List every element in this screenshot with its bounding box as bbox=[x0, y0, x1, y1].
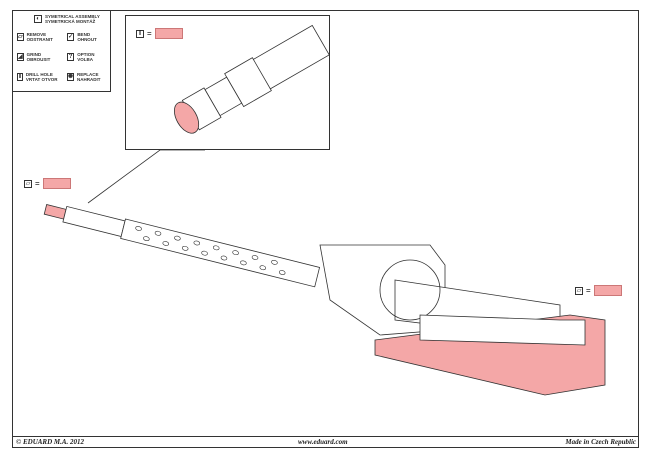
footer-origin: Made in Czech Republic bbox=[565, 438, 636, 446]
legend-symmetrical: ◐SYMETRICAL ASSEMBLY SYMETRICKÁ MONTÁŽ bbox=[34, 14, 100, 24]
symmetrical-icon: ◐ bbox=[34, 15, 42, 23]
muzzle-detail bbox=[173, 24, 330, 134]
callout-drill: ‖= bbox=[136, 28, 183, 39]
highlight-swatch bbox=[593, 285, 622, 296]
replace-icon: ✺ bbox=[67, 73, 75, 81]
barrel-jacket bbox=[120, 218, 321, 288]
page-frame bbox=[12, 10, 639, 448]
legend-box: ◐SYMETRICAL ASSEMBLY SYMETRICKÁ MONTÁŽ ▱… bbox=[12, 10, 111, 92]
remove-icon: ▱ bbox=[24, 179, 32, 188]
remove-icon: ▱ bbox=[575, 286, 583, 295]
bend-icon: ✓ bbox=[67, 33, 75, 41]
legend-replace: ✺REPLACE NAHRADIT bbox=[67, 72, 107, 82]
equals-sign: = bbox=[35, 179, 40, 188]
footer-website: www.eduard.com bbox=[298, 438, 348, 446]
equals-sign: = bbox=[586, 286, 591, 295]
highlight-swatch bbox=[154, 28, 183, 39]
drill-icon: ‖ bbox=[17, 73, 23, 81]
legend-label: BEND OHNOUT bbox=[77, 32, 97, 42]
callout-remove-muzzle: ▱= bbox=[24, 178, 71, 189]
legend-label: SYMETRICAL ASSEMBLY SYMETRICKÁ MONTÁŽ bbox=[45, 14, 100, 24]
legend-label: REPLACE NAHRADIT bbox=[77, 72, 101, 82]
muzzle-highlight bbox=[173, 101, 200, 134]
callout-pointer bbox=[87, 149, 205, 204]
grind-icon: ◢ bbox=[17, 53, 24, 61]
legend-remove: ▱REMOVE ODSTRANIT bbox=[17, 32, 57, 42]
legend-option: ?OPTION VOLBA bbox=[67, 52, 107, 62]
option-icon: ? bbox=[67, 53, 75, 61]
barrel bbox=[43, 204, 321, 288]
legend-drill: ‖DRILL HOLE VRTAT OTVOR bbox=[17, 72, 65, 82]
highlight-swatch bbox=[42, 178, 71, 189]
legend-label: GRIND OBROUSIT bbox=[26, 52, 51, 62]
legend-grind: ◢GRIND OBROUSIT bbox=[17, 52, 57, 62]
remove-icon: ▱ bbox=[17, 33, 24, 41]
equals-sign: = bbox=[147, 29, 152, 38]
receiver bbox=[319, 244, 606, 396]
muzzle-highlight bbox=[43, 204, 67, 220]
legend-label: REMOVE ODSTRANIT bbox=[26, 32, 53, 42]
detail-inset: ‖= bbox=[125, 15, 330, 150]
legend-label: OPTION VOLBA bbox=[77, 52, 95, 62]
callout-remove-rail: ▱= bbox=[575, 285, 622, 296]
drill-icon: ‖ bbox=[136, 29, 144, 38]
legend-bend: ✓BEND OHNOUT bbox=[67, 32, 107, 42]
footer-copyright: © EDUARD M.A. 2012 bbox=[16, 438, 85, 446]
footer-divider bbox=[12, 436, 639, 437]
legend-label: DRILL HOLE VRTAT OTVOR bbox=[25, 72, 58, 82]
